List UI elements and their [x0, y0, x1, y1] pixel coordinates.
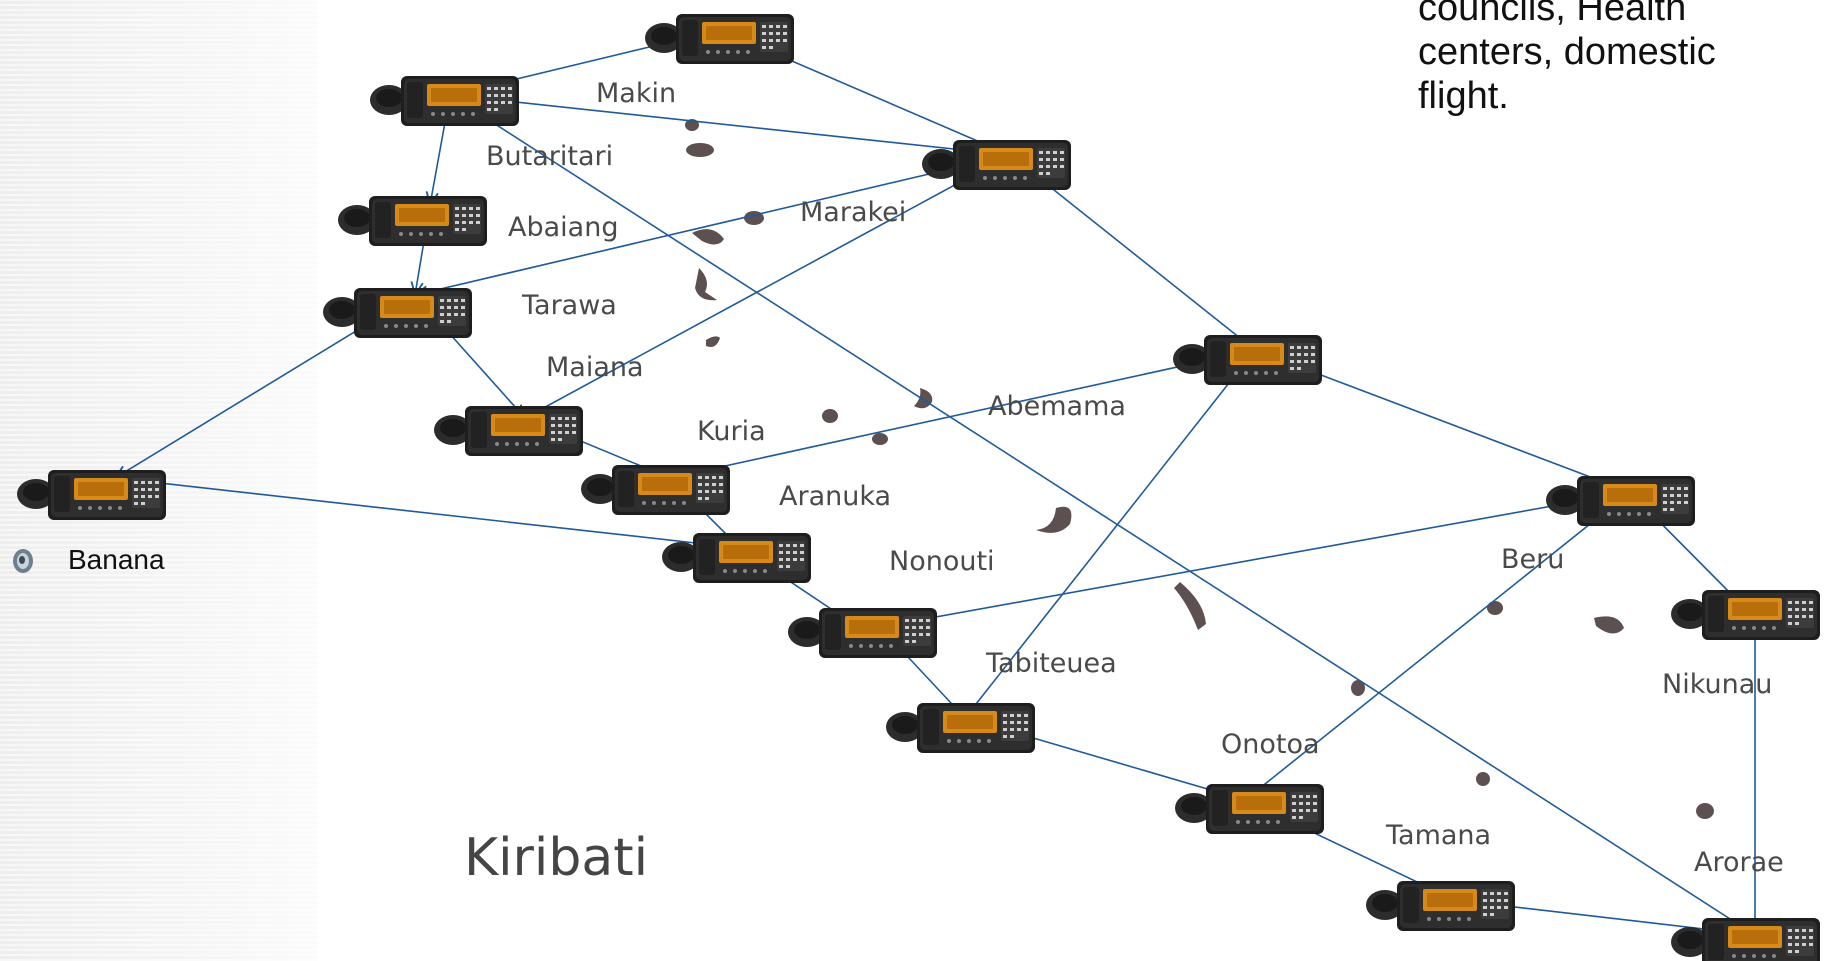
island-label-nikunau: Nikunau [1662, 669, 1772, 700]
link [115, 478, 740, 548]
island-shape-beru [1487, 601, 1503, 615]
legend: Banana [12, 540, 165, 580]
island-shape-nikunau [1594, 616, 1624, 634]
island-label-abaiang: Abaiang [508, 212, 618, 243]
island-label-maiana: Maiana [546, 352, 644, 383]
island-shape-tarawa [695, 268, 717, 301]
island-shape-maiana [706, 336, 720, 347]
island-label-butaritari: Butaritari [486, 141, 613, 172]
radio-icon [1671, 590, 1820, 640]
island-label-nonouti: Nonouti [889, 546, 995, 577]
link [670, 350, 1255, 478]
radio-icon [338, 196, 487, 246]
island-label-tabiteuea: Tabiteuea [985, 648, 1117, 679]
island-label-abemama: Abemama [988, 391, 1126, 422]
island-shape-aranuka [872, 433, 888, 445]
island-shape-tamana [1476, 772, 1490, 786]
radio-icon [788, 608, 937, 658]
island-label-makin: Makin [596, 78, 676, 109]
note-text: councils, Health centers, domestic fligh… [1418, 0, 1716, 117]
radio-icon [662, 533, 811, 583]
island-shape-butaritari [686, 143, 714, 157]
radio-icon [370, 76, 519, 126]
radio-icon [645, 14, 794, 64]
country-label: Kiribati [464, 828, 648, 888]
island-shape-arorae [1696, 803, 1714, 819]
radio-icon [17, 470, 166, 520]
radio-icon [886, 703, 1035, 753]
radio-icon [434, 406, 583, 456]
radio-icon [1671, 918, 1820, 961]
island-label-beru: Beru [1501, 544, 1564, 575]
island-shape-kuria [822, 409, 838, 423]
radio-icon [323, 288, 472, 338]
island-label-aranuka: Aranuka [779, 481, 891, 512]
radio-icon [13, 549, 33, 573]
island-shape-abemama [914, 388, 933, 409]
radio-units [17, 14, 1820, 961]
island-shape-nonouti [1036, 506, 1072, 533]
radio-icon [581, 465, 730, 515]
link [415, 155, 1010, 295]
island-label-tarawa: Tarawa [521, 290, 617, 321]
radio-icon [1366, 881, 1515, 931]
island-shape-abaiang [692, 229, 724, 245]
legend-label: Banana [68, 544, 165, 575]
island-label-arorae: Arorae [1694, 847, 1784, 878]
radio-icon [1173, 335, 1322, 385]
radio-icon [1546, 476, 1695, 526]
link [525, 155, 1010, 418]
island-label-onotoa: Onotoa [1221, 729, 1320, 760]
link [1245, 492, 1630, 800]
island-shape-tabiteuea [1174, 582, 1206, 630]
island-label-tamana: Tamana [1385, 820, 1491, 851]
radio-icon [1175, 784, 1324, 834]
island-label-marakei: Marakei [800, 197, 906, 228]
island-label-kuria: Kuria [697, 416, 766, 447]
